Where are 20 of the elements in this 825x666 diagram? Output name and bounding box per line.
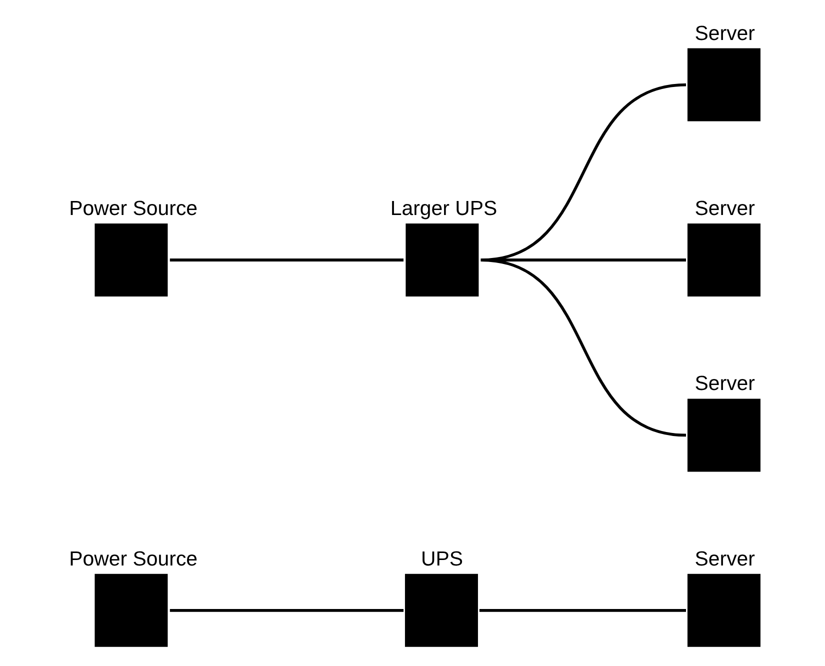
node-box xyxy=(686,224,760,296)
connector xyxy=(480,258,686,437)
node-box xyxy=(686,398,760,472)
node-box xyxy=(686,574,760,647)
node-label: Server xyxy=(694,197,754,220)
node-box xyxy=(94,574,168,647)
connector xyxy=(478,608,686,612)
node-box xyxy=(94,224,168,296)
node-label: Server xyxy=(694,22,754,45)
node-label: Power Source xyxy=(68,197,198,220)
connector xyxy=(169,608,403,612)
node-box xyxy=(686,48,760,122)
node-label: Server xyxy=(694,547,754,570)
connector xyxy=(169,258,403,262)
node-label: Power Source xyxy=(68,547,198,570)
node-label: UPS xyxy=(420,547,463,570)
node-label: Larger UPS xyxy=(390,197,497,220)
node-label: Server xyxy=(694,372,754,396)
node-box xyxy=(405,224,478,296)
node-box xyxy=(404,574,478,647)
